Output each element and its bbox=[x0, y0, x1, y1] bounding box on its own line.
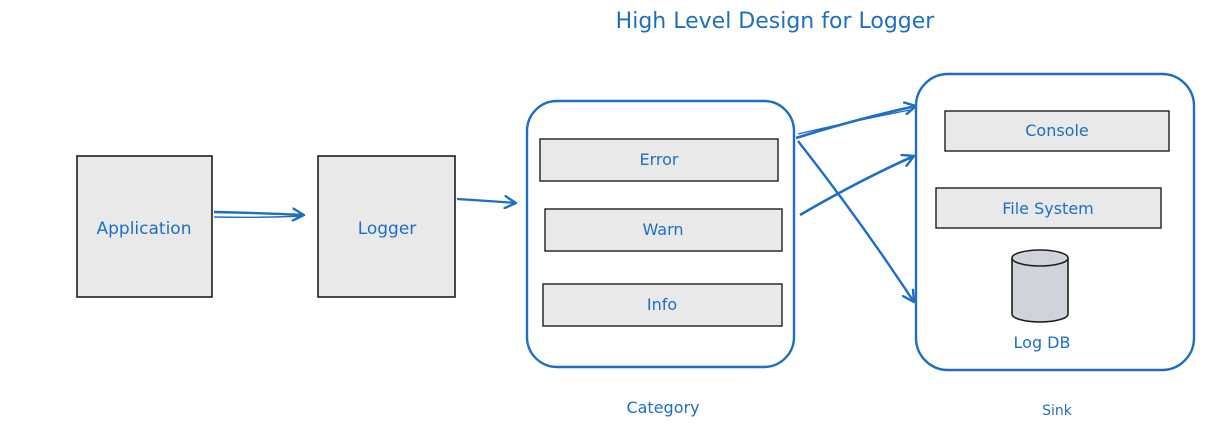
category-item-info: Info bbox=[542, 283, 783, 327]
arrow-application-to-logger bbox=[213, 212, 304, 217]
sink-item-file-system-label: File System bbox=[1002, 199, 1094, 218]
application-label: Application bbox=[97, 219, 192, 239]
sink-item-file-system: File System bbox=[935, 187, 1162, 229]
sink-caption: Sink bbox=[1042, 403, 1073, 419]
category-item-warn: Warn bbox=[544, 208, 783, 252]
logger-label: Logger bbox=[358, 219, 417, 239]
arrow-logger-to-category bbox=[456, 199, 516, 203]
database-label: Log DB bbox=[1014, 333, 1071, 352]
sink-group: Console File System Log DB bbox=[914, 72, 1196, 372]
sink-item-console: Console bbox=[944, 110, 1170, 152]
category-item-error-label: Error bbox=[640, 150, 679, 169]
database-icon bbox=[1011, 249, 1069, 323]
sink-item-console-label: Console bbox=[1025, 121, 1089, 140]
category-item-error: Error bbox=[539, 138, 779, 182]
logger-node: Logger bbox=[317, 155, 456, 298]
category-caption: Category bbox=[626, 398, 699, 417]
arrows-category-to-sink bbox=[795, 106, 916, 302]
application-node: Application bbox=[76, 155, 213, 298]
category-group: Error Warn Info bbox=[525, 99, 796, 369]
category-item-info-label: Info bbox=[647, 295, 677, 314]
category-item-warn-label: Warn bbox=[642, 220, 683, 239]
diagram-title: High Level Design for Logger bbox=[616, 9, 936, 34]
